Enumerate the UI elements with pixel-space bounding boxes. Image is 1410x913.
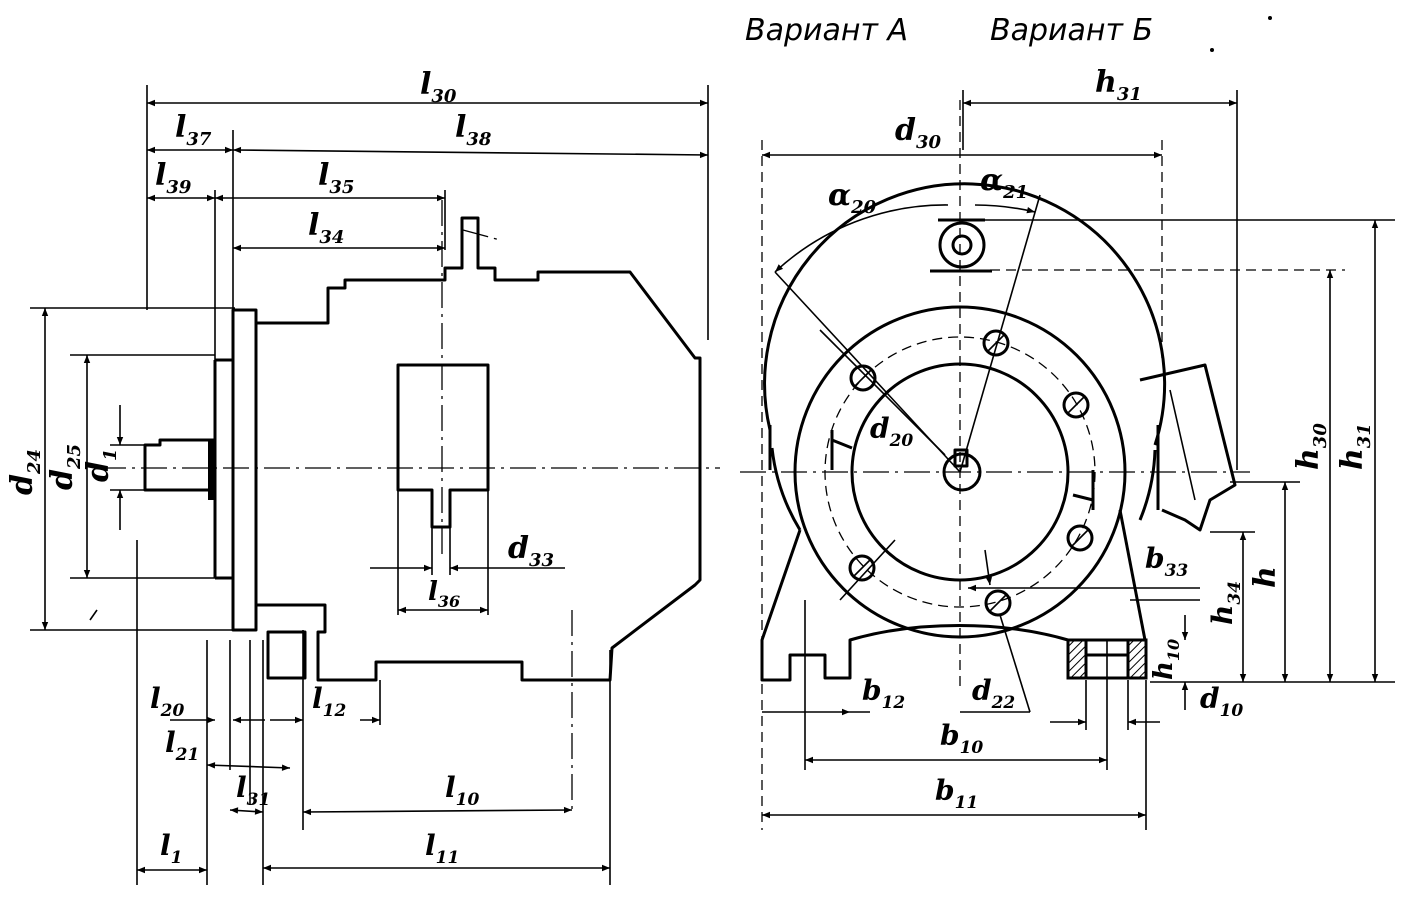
label-d10: d10 bbox=[1200, 682, 1243, 721]
terminal-box-front bbox=[1139, 363, 1237, 532]
label-l1: l1 bbox=[160, 829, 182, 868]
label-d22: d22 bbox=[972, 674, 1015, 713]
label-b10: b10 bbox=[940, 719, 983, 758]
label-l20: l20 bbox=[150, 682, 184, 721]
bolt-hole bbox=[848, 554, 876, 582]
spigot-mark bbox=[1072, 493, 1094, 502]
dim-l38 bbox=[232, 146, 709, 159]
angle-alpha21 bbox=[974, 204, 1036, 214]
variant-a-header: Вариант А bbox=[745, 13, 908, 48]
label-d30: d30 bbox=[895, 113, 942, 153]
eyebolt-hole bbox=[951, 234, 973, 256]
label-h10: h10 bbox=[1149, 639, 1183, 680]
d20-leader bbox=[839, 539, 896, 601]
label-d1: d1 bbox=[81, 448, 121, 482]
foot-section-left bbox=[1066, 638, 1088, 680]
bolt-hole bbox=[849, 364, 877, 392]
spigot-circle bbox=[850, 362, 1070, 582]
label-l12: l12 bbox=[312, 682, 346, 721]
label-b11: b11 bbox=[935, 774, 978, 813]
feet-right-edge bbox=[1118, 509, 1147, 641]
eyebolt-centerline bbox=[462, 229, 501, 241]
label-l11: l11 bbox=[425, 829, 459, 868]
front-view-labels: h31 d30 α20 α21 d20 h30 h31 h b33 h34 h1… bbox=[828, 65, 1375, 813]
label-d24: d24 bbox=[5, 449, 45, 495]
angle-alpha20 bbox=[774, 204, 949, 273]
terminal-box bbox=[396, 363, 490, 529]
label-h30: h30 bbox=[1291, 423, 1331, 470]
terminal-box-edge bbox=[1169, 389, 1196, 501]
dim-l10 bbox=[302, 806, 573, 816]
speck bbox=[1210, 48, 1214, 52]
d20-leader bbox=[819, 329, 946, 456]
speck bbox=[89, 609, 98, 621]
foot-section-right bbox=[1126, 638, 1148, 680]
label-b33: b33 bbox=[1145, 542, 1188, 581]
motor-housing-outline bbox=[256, 216, 702, 682]
label-h: h bbox=[1248, 566, 1283, 588]
dim-l21 bbox=[206, 762, 291, 771]
label-l10: l10 bbox=[445, 771, 479, 810]
label-l31: l31 bbox=[236, 771, 270, 810]
shaft-end bbox=[143, 438, 215, 492]
bolt-hole bbox=[984, 589, 1012, 617]
label-d20: d20 bbox=[870, 412, 913, 451]
label-l38: l38 bbox=[455, 110, 492, 150]
bolt-hole bbox=[1062, 391, 1090, 419]
frame-outer-arc bbox=[763, 182, 1167, 446]
d22-arrow bbox=[984, 549, 993, 586]
dim-l31 bbox=[229, 807, 264, 815]
flange-circle bbox=[793, 305, 1127, 639]
label-alpha20: α20 bbox=[828, 178, 877, 218]
frame-outer-arc-right bbox=[1138, 449, 1157, 521]
label-l37: l37 bbox=[175, 110, 212, 150]
side-view bbox=[30, 85, 720, 885]
label-h31-top: h31 bbox=[1095, 65, 1142, 105]
label-l34: l34 bbox=[308, 208, 344, 248]
label-d25: d25 bbox=[45, 444, 85, 490]
variant-b-header: Вариант Б bbox=[990, 13, 1153, 48]
foot-outline bbox=[266, 630, 307, 680]
front-view bbox=[740, 90, 1395, 830]
label-l39: l39 bbox=[155, 158, 192, 198]
speck bbox=[1268, 16, 1272, 20]
shaft-key bbox=[953, 448, 969, 468]
label-l21: l21 bbox=[165, 726, 199, 765]
label-d33: d33 bbox=[508, 531, 554, 571]
label-h31: h31 bbox=[1335, 423, 1375, 470]
label-l30: l30 bbox=[420, 67, 457, 107]
shaft-circle bbox=[942, 452, 982, 492]
label-alpha21: α21 bbox=[980, 163, 1028, 203]
spigot-mark bbox=[831, 438, 853, 450]
label-l36: l36 bbox=[428, 577, 460, 611]
flange-plate bbox=[231, 308, 258, 632]
bolt-hole bbox=[1066, 524, 1094, 552]
d22-leader bbox=[999, 614, 1031, 713]
feet-outline bbox=[760, 529, 1069, 682]
bolt-hole bbox=[982, 329, 1010, 357]
frame-outer-arc-left bbox=[770, 447, 802, 531]
eyebolt-ring bbox=[938, 221, 986, 269]
bolt-circle bbox=[824, 336, 1096, 608]
label-l35: l35 bbox=[318, 158, 354, 198]
angle-ray bbox=[959, 194, 1041, 473]
label-b12: b12 bbox=[862, 674, 905, 713]
label-h34: h34 bbox=[1206, 581, 1245, 625]
shaft-collar bbox=[208, 440, 216, 500]
side-view-labels: l30 l37 l38 l39 l35 l34 d24 d25 d1 d33 l… bbox=[5, 67, 554, 868]
